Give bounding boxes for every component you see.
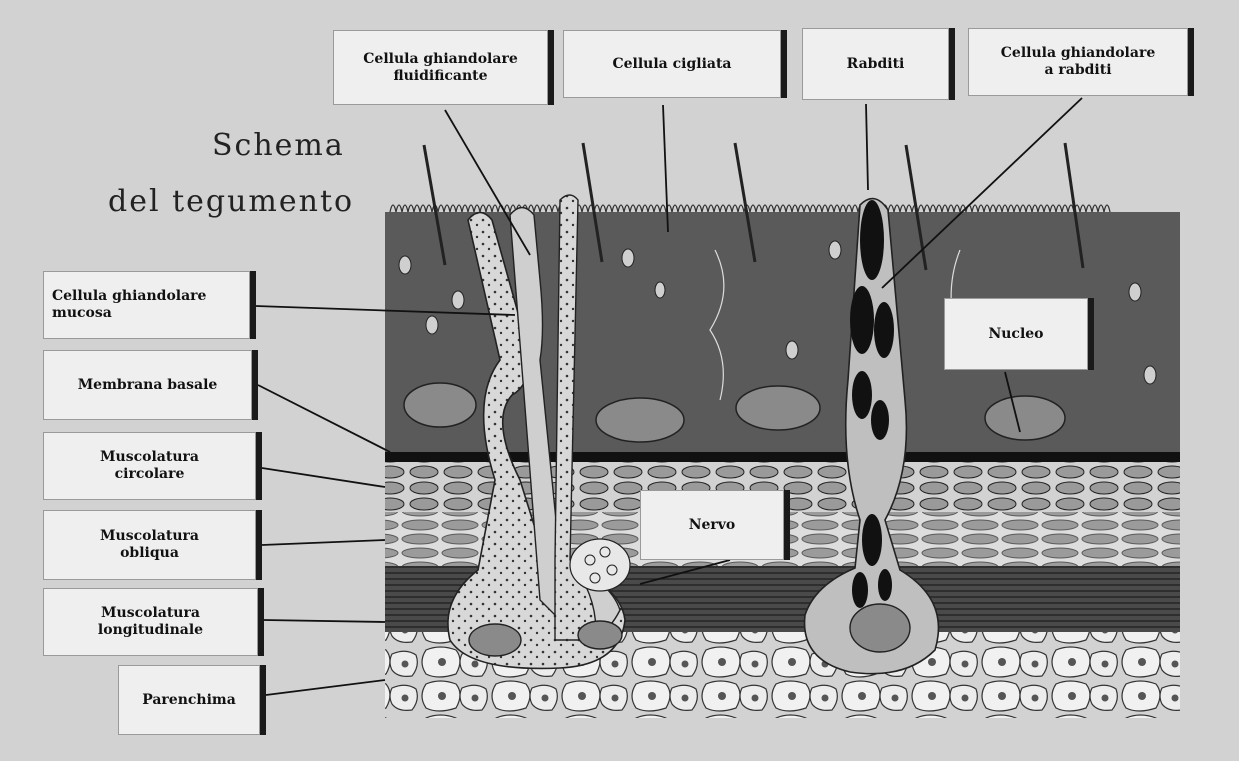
label-mucosa-text: Cellula ghiandolare mucosa	[52, 288, 206, 322]
label-obliqua-text: Muscolatura obliqua	[100, 528, 199, 562]
label-parenchima: Parenchima	[118, 665, 260, 735]
nerve	[570, 539, 630, 591]
label-ghiandolare-rabditi-text: Cellula ghiandolare a rabditi	[1001, 45, 1155, 79]
label-cigliata: Cellula cigliata	[563, 30, 781, 98]
label-cigliata-text: Cellula cigliata	[612, 56, 731, 73]
label-rabditi-text: Rabditi	[847, 56, 905, 73]
label-circolare-text: Muscolatura circolare	[100, 449, 199, 483]
label-fluidificante: Cellula ghiandolare fluidificante	[333, 30, 548, 105]
label-parenchima-text: Parenchima	[142, 692, 236, 709]
label-mucosa: Cellula ghiandolare mucosa	[43, 271, 250, 339]
label-nucleo-text: Nucleo	[988, 326, 1043, 343]
label-fluidificante-text: Cellula ghiandolare fluidificante	[363, 51, 517, 85]
label-rabditi: Rabditi	[802, 28, 949, 100]
label-obliqua: Muscolatura obliqua	[43, 510, 256, 580]
label-membrana-text: Membrana basale	[78, 377, 218, 394]
label-longitudinale-text: Muscolatura longitudinale	[98, 605, 203, 639]
label-membrana: Membrana basale	[43, 350, 252, 420]
label-ghiandolare-rabditi: Cellula ghiandolare a rabditi	[968, 28, 1188, 96]
label-nervo: Nervo	[640, 490, 784, 560]
diagram-title-line1: Schema	[212, 128, 345, 163]
diagram-title-line2: del tegumento	[108, 184, 354, 219]
label-nervo-text: Nervo	[689, 517, 736, 534]
label-nucleo: Nucleo	[944, 298, 1088, 370]
label-longitudinale: Muscolatura longitudinale	[43, 588, 258, 656]
label-circolare: Muscolatura circolare	[43, 432, 256, 500]
